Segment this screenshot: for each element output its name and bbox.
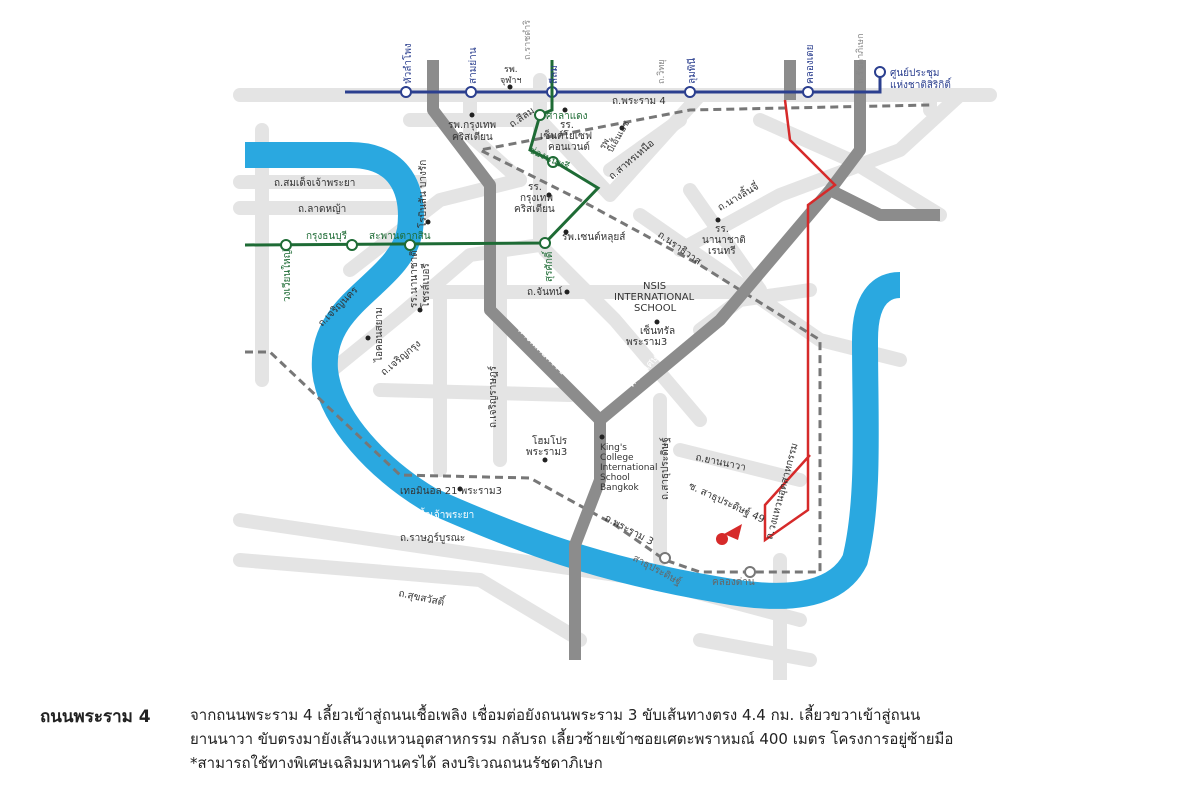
label-kings-4: School <box>600 473 630 483</box>
label-khlong-dan: คลองด่าน <box>712 577 755 588</box>
label-krung-thonburi: กรุงธนบุรี <box>306 230 348 242</box>
station-chong-nonsi[interactable] <box>547 156 559 168</box>
label-bnh-1: รพ.กรุงเทพ <box>448 120 496 131</box>
label-charoen-rat: ถ.เจริญราษฎร์ <box>487 365 499 428</box>
mrt-blue-line <box>345 66 886 98</box>
label-kings-5: Bangkok <box>600 483 640 493</box>
label-st-joseph-2: เซ็นต์โยเซฟ <box>540 128 592 142</box>
label-robinson: โรบินสัน บางรัก <box>416 160 429 228</box>
label-kings-3: International <box>600 463 657 473</box>
station-sathu-pradit[interactable] <box>659 552 671 564</box>
label-sam-yan: สามย่าน <box>468 47 479 84</box>
label-bcc-3: คริสเตียน <box>514 203 555 215</box>
label-ratchadamri: ถ.ราชดำริ <box>522 20 533 60</box>
railway-lines <box>245 103 931 574</box>
label-khlong-toei: คลองเตย <box>805 45 816 84</box>
label-lat-ya: ถ.ลาดหญ้า <box>298 203 346 215</box>
label-bnh-2: คริสเตียน <box>452 131 493 143</box>
station-lumphini[interactable] <box>684 86 696 98</box>
station-khlong-toei[interactable] <box>802 86 814 98</box>
station-saphan-taksin[interactable] <box>404 239 416 251</box>
label-nsis-1: NSIS <box>643 281 666 292</box>
driving-route <box>763 99 837 543</box>
label-sathu-pradit-rd: ถ.สาธุประดิษฐ์ <box>659 437 671 500</box>
label-ratchadaphisek: ถ.รัชดาภิเษก <box>855 33 866 84</box>
station-wongwian-yai[interactable] <box>280 239 292 251</box>
label-rat-burana: ถ.ราษฎร์บูรณะ <box>400 532 465 544</box>
label-st-joseph-3: คอนเวนต์ <box>548 141 590 153</box>
label-st-joseph-1: รร. <box>560 120 574 131</box>
label-somdet: ถ.สมเด็จเจ้าพระยา <box>274 175 355 189</box>
label-charoen-krung: ถ.เจริญกรุง <box>379 338 423 378</box>
label-saphan-taksin: สะพานตากสิน <box>369 231 431 242</box>
station-sala-daeng[interactable] <box>534 109 546 121</box>
label-rama3: ถ.พระราม 3 <box>603 513 656 548</box>
label-nsis-3: SCHOOL <box>634 303 677 314</box>
label-nsis-2: INTERNATIONAL <box>614 292 695 303</box>
directions-line-1: จากถนนพระราม 4 เลี้ยวเข้าสู่ถนนเชื้อเพลิ… <box>190 706 921 724</box>
label-chula-2: จุฬาฯ <box>500 75 522 86</box>
label-bcc-2: กรุงเทพ <box>520 193 553 204</box>
bts-silom-line <box>244 60 601 251</box>
label-intl-school-1: รร.นานาชาติ <box>409 250 420 308</box>
station-qsncc[interactable] <box>874 66 886 78</box>
chao-phraya-river <box>245 142 901 609</box>
directions-line-2: ยานนาวา ขับตรงมายังเส้นวงแหวนอุตสาหกรรม … <box>190 730 954 748</box>
label-icon-siam: ไอคอนสยาม <box>373 307 385 363</box>
label-central-1: เซ็นทรัล <box>640 323 675 337</box>
label-qsncc-2: แห่งชาติสิริกิติ์ <box>890 77 952 91</box>
label-intl-school-2: โชรส์เบอรี <box>419 263 432 308</box>
label-nang-linchi-school-3: เรนทรี <box>708 245 736 257</box>
label-river: แม่น้ำเจ้าพระยา <box>405 507 474 521</box>
label-soi49: ซ. สาธุประดิษฐ์ 49 <box>687 480 767 526</box>
label-homepro-1: โฮมโปร <box>532 434 568 447</box>
label-chan: ถ.จันทน์ <box>527 286 563 298</box>
label-nang-linchi-school-1: รร. <box>715 224 729 235</box>
label-industrial-ring: ถ.วงแหวนอุตสาหกรรม <box>764 442 800 541</box>
label-sala-daeng: ศาลาแดง <box>546 111 588 122</box>
directions-text: จากถนนพระราม 4 เลี้ยวเข้าสู่ถนนเชื้อเพลิ… <box>190 703 1180 775</box>
directions-title: ถนนพระราม 4 <box>40 707 151 727</box>
label-hua-lamphong: หัวลำโพง <box>401 43 414 84</box>
station-sam-yan[interactable] <box>465 86 477 98</box>
label-chula-1: รพ. <box>504 65 518 75</box>
label-central-2: พระราม3 <box>626 337 667 348</box>
directions-line-3: *สามารถใช้ทางพิเศษเฉลิมมหานครได้ ลงบริเว… <box>190 754 603 772</box>
label-witthayu: ถ.วิทยุ <box>656 59 667 84</box>
label-rama4: ถ.พระราม 4 <box>612 96 666 107</box>
place-dots <box>365 84 721 492</box>
label-silom: สีลม <box>548 65 560 84</box>
station-surasak[interactable] <box>539 237 551 249</box>
label-homepro-2: พระราม3 <box>526 447 567 458</box>
label-terminal21: เทอมินอล 21 พระราม3 <box>400 486 502 497</box>
label-wongwian-yai: วงเวียนใหญ่ <box>281 250 293 302</box>
label-kings-1: King's <box>600 443 627 453</box>
label-suksawat: ถ.สุขสวัสดิ์ <box>397 585 447 609</box>
label-nang-linchi-school-2: นานาชาติ <box>702 235 746 246</box>
label-kings-2: College <box>600 453 634 463</box>
route-arrow-icon <box>724 524 742 540</box>
route-map: หัวลำโพง สามย่าน สีลม ลุมพินี คลองเตย ศู… <box>233 20 997 680</box>
label-qsncc: ศูนย์ประชุม <box>890 67 940 79</box>
station-hua-lamphong[interactable] <box>400 86 412 98</box>
label-st-louis: รพ.เซนต์หลุยส์ <box>562 231 625 243</box>
label-bcc-1: รร. <box>528 182 542 193</box>
station-khlong-dan[interactable] <box>744 566 756 578</box>
project-location-marker[interactable] <box>716 533 728 545</box>
label-surasak: สุรศักดิ์ <box>541 250 555 282</box>
label-lumphini: ลุมพินี <box>686 58 698 84</box>
station-krung-thonburi[interactable] <box>346 239 358 251</box>
